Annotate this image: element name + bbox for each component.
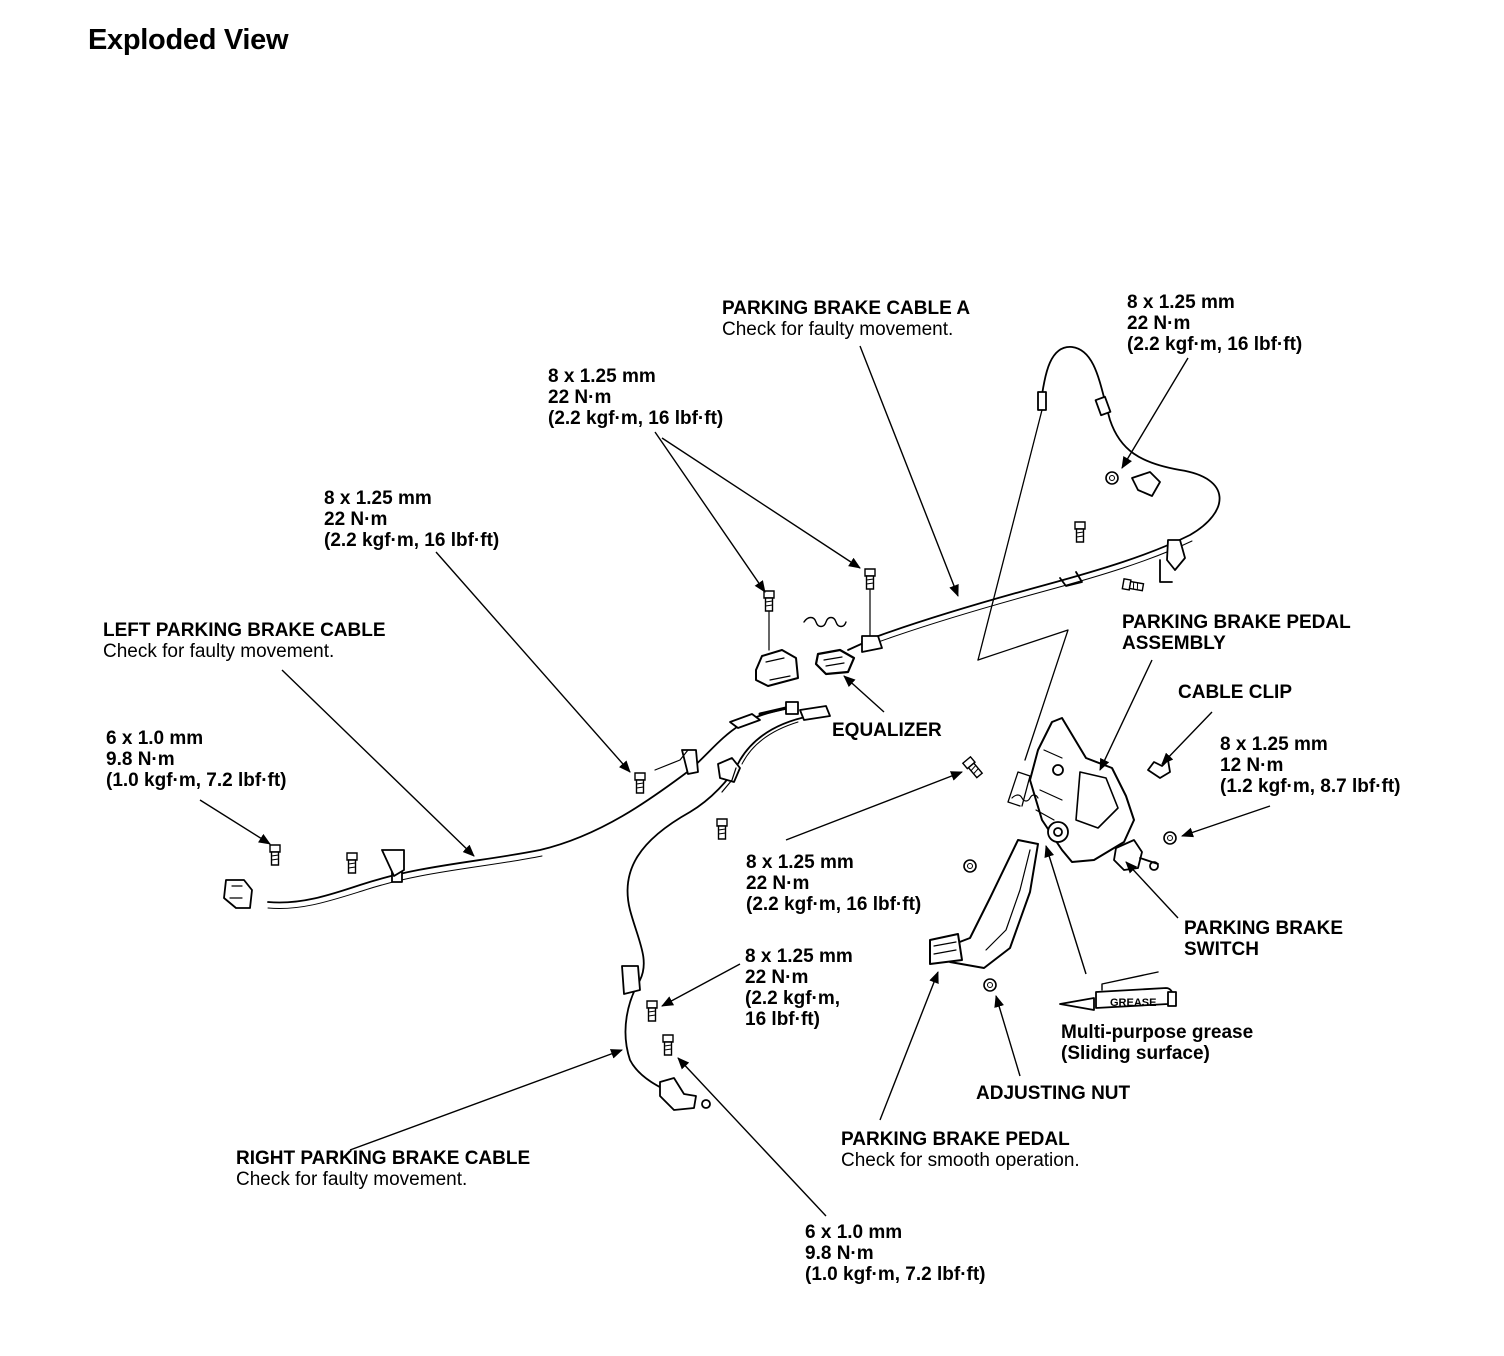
parking-brake-cable-a	[862, 347, 1220, 760]
label-right-parking-brake-cable: RIGHT PARKING BRAKE CABLE Check for faul…	[236, 1148, 531, 1190]
label-parking-brake-cable-a: PARKING BRAKE CABLE A Check for faulty m…	[722, 298, 971, 340]
torque-spec-top-right: 8 x 1.25 mm 22 N·m (2.2 kgf·m, 16 lbf·ft…	[1127, 292, 1303, 355]
cable-clip-part	[1148, 760, 1170, 778]
label-adjusting-nut: ADJUSTING NUT	[976, 1083, 1131, 1104]
cable-bracket-center	[756, 612, 798, 686]
label-parking-brake-pedal: PARKING BRAKE PEDAL Check for smooth ope…	[841, 1129, 1080, 1171]
label-left-parking-brake-cable: LEFT PARKING BRAKE CABLE Check for fault…	[103, 620, 386, 662]
label-cable-clip: CABLE CLIP	[1178, 682, 1292, 703]
label-grease: Multi-purpose grease (Sliding surface)	[1061, 1022, 1254, 1064]
label-pedal-assembly: PARKING BRAKE PEDAL ASSEMBLY	[1122, 612, 1351, 654]
torque-spec-mid-left: 8 x 1.25 mm 22 N·m (2.2 kgf·m, 16 lbf·ft…	[324, 488, 500, 551]
leader-lines	[200, 346, 1270, 1216]
page-title: Exploded View	[88, 24, 289, 56]
torque-spec-pedal-bolt: 8 x 1.25 mm 22 N·m (2.2 kgf·m, 16 lbf·ft…	[746, 852, 922, 915]
torque-spec-top-center: 8 x 1.25 mm 22 N·m (2.2 kgf·m, 16 lbf·ft…	[548, 366, 724, 429]
equalizer-assembly	[804, 590, 882, 674]
torque-spec-left-end: 6 x 1.0 mm 9.8 N·m (1.0 kgf·m, 7.2 lbf·f…	[106, 728, 287, 791]
parking-brake-pedal	[930, 840, 1038, 968]
parking-brake-pedal-assembly	[1008, 718, 1134, 862]
torque-spec-switch-nut: 8 x 1.25 mm 12 N·m (1.2 kgf·m, 8.7 lbf·f…	[1220, 734, 1401, 797]
svg-text:GREASE: GREASE	[1110, 997, 1156, 1009]
torque-spec-right-bracket: 8 x 1.25 mm 22 N·m (2.2 kgf·m, 16 lbf·ft…	[745, 946, 853, 1030]
label-equalizer: EQUALIZER	[832, 720, 942, 741]
grease-tube: GREASE	[1060, 972, 1176, 1010]
left-parking-brake-cable	[224, 702, 798, 909]
torque-spec-right-end: 6 x 1.0 mm 9.8 N·m (1.0 kgf·m, 7.2 lbf·f…	[805, 1222, 986, 1285]
right-parking-brake-cable	[622, 706, 830, 1110]
label-parking-brake-switch: PARKING BRAKE SWITCH	[1184, 918, 1344, 960]
